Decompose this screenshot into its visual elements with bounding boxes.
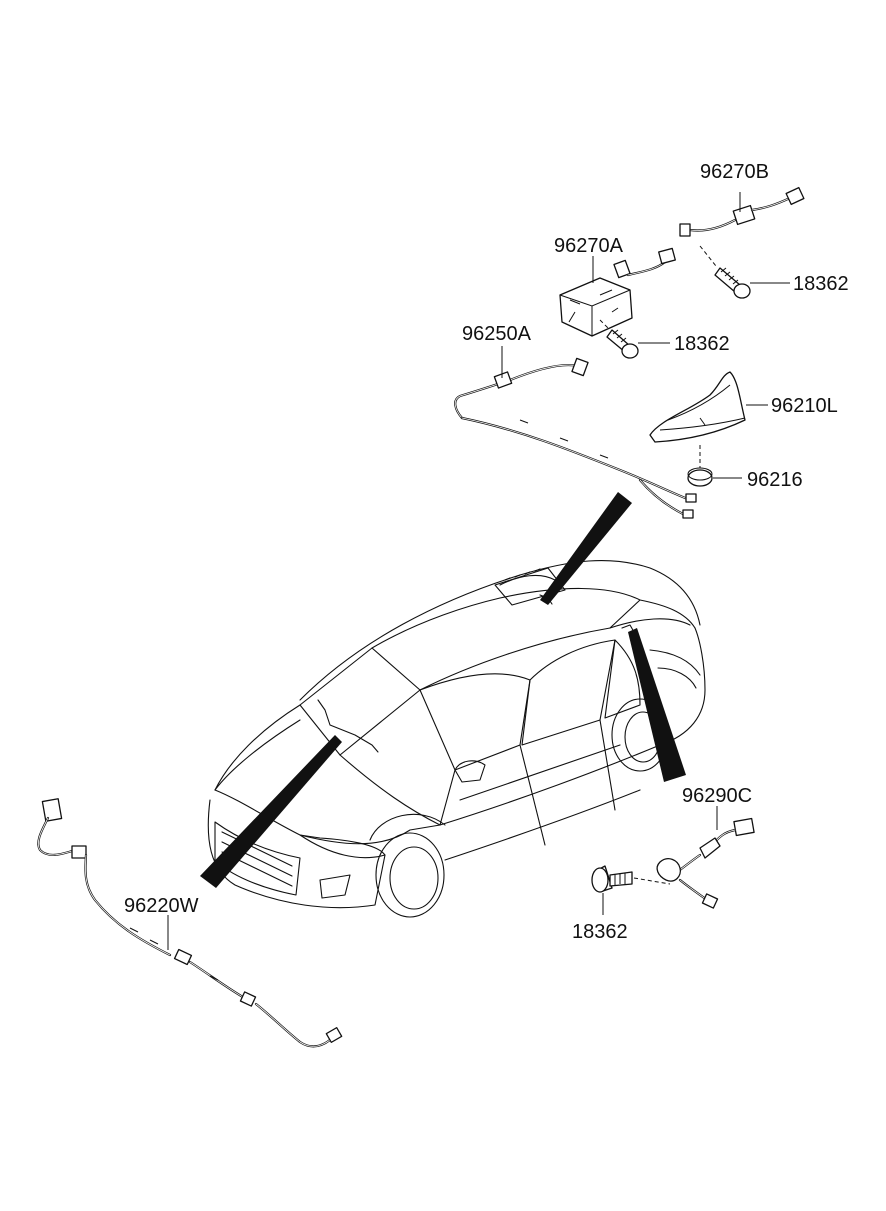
ribbon-rear bbox=[628, 628, 686, 782]
part-96270B bbox=[679, 186, 805, 237]
label-18362-mid: 18362 bbox=[674, 333, 730, 355]
part-96220W bbox=[37, 798, 343, 1048]
label-96250A: 96250A bbox=[462, 323, 532, 345]
label-18362-bottom: 18362 bbox=[572, 921, 628, 943]
ribbon-front bbox=[200, 735, 342, 888]
label-96290C: 96290C bbox=[682, 785, 752, 807]
label-96216: 96216 bbox=[747, 469, 803, 491]
label-96270A: 96270A bbox=[554, 235, 624, 257]
part-96250A bbox=[454, 346, 697, 519]
part-96270A bbox=[559, 247, 676, 337]
label-96270B: 96270B bbox=[700, 161, 769, 183]
screw-18362-bottom bbox=[591, 865, 671, 915]
ribbon-roof bbox=[540, 492, 632, 605]
part-labels: 96270B 96270A 18362 18362 96250A 96210L … bbox=[124, 161, 849, 943]
car-illustration bbox=[207, 559, 706, 918]
callout-ribbons bbox=[200, 492, 686, 888]
label-96220W: 96220W bbox=[124, 895, 199, 917]
screw-18362-top bbox=[699, 245, 790, 299]
label-18362-top: 18362 bbox=[793, 273, 849, 295]
label-96210L: 96210L bbox=[771, 395, 838, 417]
part-96216 bbox=[687, 445, 742, 487]
screw-18362-mid bbox=[599, 319, 670, 359]
part-96290C bbox=[656, 806, 755, 909]
part-96210L bbox=[649, 371, 768, 443]
